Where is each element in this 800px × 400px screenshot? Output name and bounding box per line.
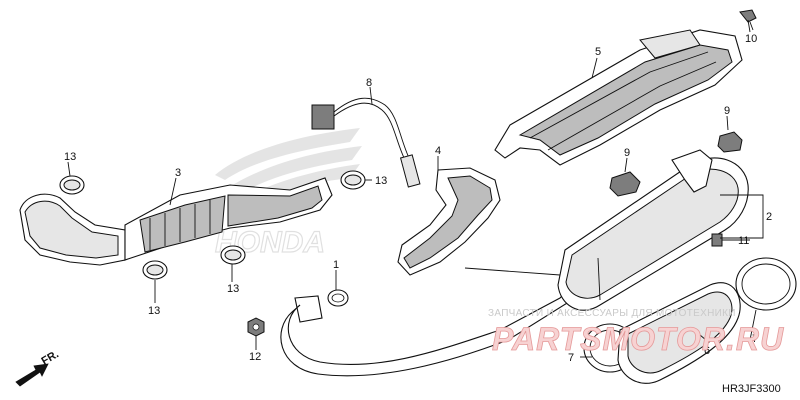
part-4-protector (397, 167, 501, 276)
watermark-title: PARTSMOTOR.RU (492, 321, 784, 357)
part-10-bolt (739, 9, 757, 33)
part-9-grommets (609, 131, 743, 197)
callout-labels: 13 3 8 13 4 5 10 9 9 2 11 1 13 13 12 7 6… (64, 33, 772, 364)
part-11-bolt (711, 233, 723, 247)
callout-9: 9 (724, 105, 730, 117)
callout-5: 5 (595, 46, 601, 58)
front-direction-arrow: FR. (15, 348, 61, 387)
callout-13: 13 (375, 175, 387, 187)
site-watermark: ЗАПЧАСТИ И АКСЕССУАРЫ ДЛЯ МОТОТЕХНИКИ PA… (488, 308, 784, 357)
watermark-subtitle: ЗАПЧАСТИ И АКСЕССУАРЫ ДЛЯ МОТОТЕХНИКИ (488, 308, 736, 319)
callout-13: 13 (148, 305, 160, 317)
callout-1: 1 (333, 259, 339, 271)
part-6-end-protector (617, 282, 741, 384)
callout-7: 7 (568, 352, 574, 364)
callout-10: 10 (745, 33, 757, 45)
part-1-gasket (327, 289, 349, 307)
lower-exhaust-pipe (280, 291, 573, 377)
callout-4: 4 (435, 145, 441, 157)
callout-6: 6 (704, 345, 710, 357)
diagram-code: HR3JF3300 (722, 383, 781, 395)
callout-9: 9 (624, 147, 630, 159)
callout-8: 8 (366, 77, 372, 89)
part-2-muffler (557, 149, 749, 311)
part-5-heat-shield (494, 29, 743, 166)
callout-13: 13 (64, 151, 76, 163)
part-3-exhaust-pipe (19, 177, 333, 266)
callout-13: 13 (227, 283, 239, 295)
leader-lines (67, 21, 764, 358)
callout-7: 7 (752, 333, 758, 345)
callout-3: 3 (175, 167, 181, 179)
part-13-clamps (59, 170, 366, 280)
callout-12: 12 (249, 351, 261, 363)
callout-11: 11 (738, 235, 749, 247)
callout-2: 2 (766, 211, 772, 223)
part-12-nut (247, 317, 265, 337)
front-direction-label: FR. (40, 348, 61, 367)
part-8-o2-sensor (311, 97, 421, 188)
